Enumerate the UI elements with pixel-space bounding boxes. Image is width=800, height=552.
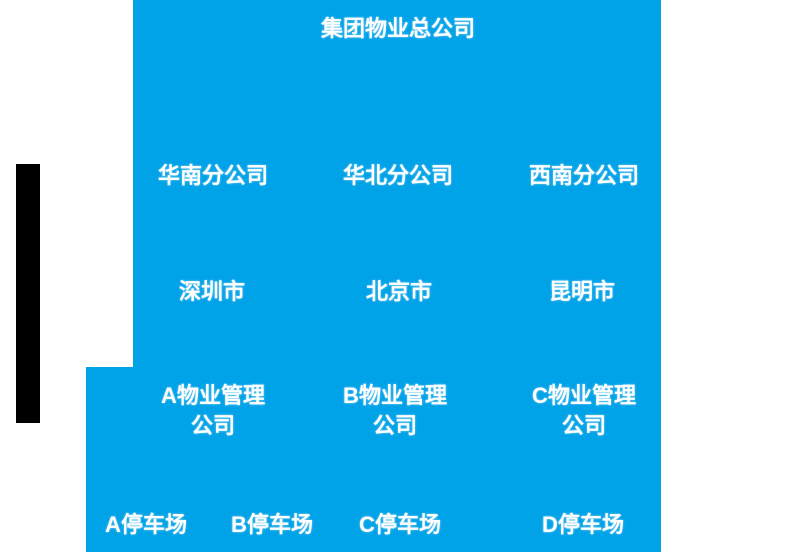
node-company-a[interactable]: A物业管理 公司 [161,381,265,441]
node-company-c-line2: 公司 [561,413,607,438]
chart-region-lower[interactable] [86,367,661,552]
node-city-beijing[interactable]: 北京市 [365,279,433,304]
node-hq[interactable]: 集团物业总公司 [320,16,476,41]
node-city-kunming[interactable]: 昆明市 [548,279,616,304]
node-parking-d[interactable]: D停车场 [542,512,624,537]
node-company-a-line1: A物业管理 [161,383,265,408]
node-city-shenzhen[interactable]: 深圳市 [178,279,246,304]
node-company-c[interactable]: C物业管理 公司 [532,381,636,441]
node-company-b[interactable]: B物业管理 公司 [343,381,447,441]
node-parking-b[interactable]: B停车场 [231,512,313,537]
node-branch-south-china[interactable]: 华南分公司 [157,163,269,188]
node-company-a-line2: 公司 [190,413,236,438]
node-company-b-line2: 公司 [372,413,418,438]
node-branch-southwest[interactable]: 西南分公司 [528,163,640,188]
left-black-bar [16,164,40,423]
node-company-c-line1: C物业管理 [532,383,636,408]
node-parking-c[interactable]: C停车场 [359,512,441,537]
node-branch-north-china[interactable]: 华北分公司 [342,163,454,188]
node-company-b-line1: B物业管理 [343,383,447,408]
chart-region-upper[interactable] [133,0,661,367]
node-parking-a[interactable]: A停车场 [105,512,187,537]
